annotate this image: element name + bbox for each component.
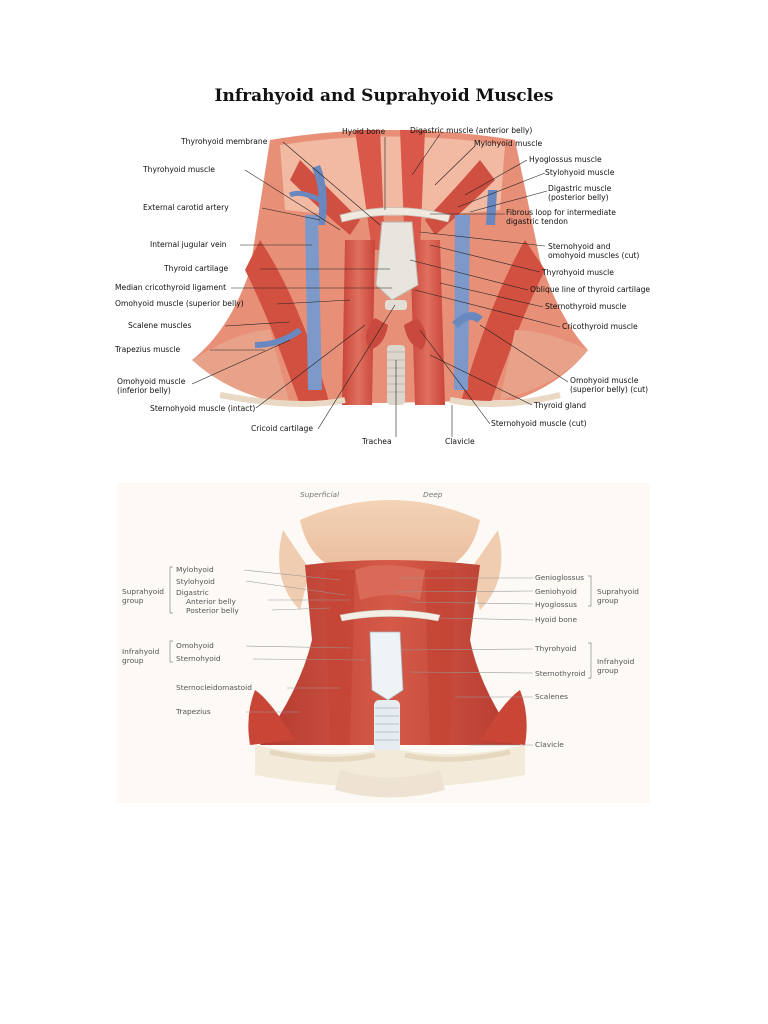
label-trachea: Trachea xyxy=(362,437,392,446)
label-sternohyoid-omohyoid-1: Sternohyoid and xyxy=(548,242,611,251)
label-hyoglossus: Hyoglossus xyxy=(535,600,577,609)
label-omohyoid-inferior-1: Omohyoid muscle xyxy=(117,377,186,386)
label-thyrohyoid-muscle-right: Thyrohyoid muscle xyxy=(542,268,614,277)
label-digastric-posterior-1: Digastric muscle xyxy=(548,184,612,193)
label-omohyoid-right-1: Omohyoid muscle xyxy=(570,376,639,385)
label-hyoid-bone: Hyoid bone xyxy=(342,127,386,136)
label-oblique-line: Oblique line of thyroid cartilage xyxy=(530,285,651,294)
label-suprahyoid-group-right-1: Suprahyoid xyxy=(597,587,639,596)
label-geniohyoid: Geniohyoid xyxy=(535,587,577,596)
label-hyoglossus-muscle: Hyoglossus muscle xyxy=(529,155,602,164)
label-cricoid-cartilage: Cricoid cartilage xyxy=(251,424,313,433)
label-sternohyoid-cut: Sternohyoid muscle (cut) xyxy=(491,419,587,428)
label-posterior-belly: Posterior belly xyxy=(186,606,239,615)
label-sternocleidomastoid: Sternocleidomastoid xyxy=(176,683,252,692)
label-sternohyoid-omohyoid-2: omohyoid muscles (cut) xyxy=(548,251,640,260)
label-sternohyoid: Sternohyoid xyxy=(176,654,221,663)
label-mylohyoid-muscle: Mylohyoid muscle xyxy=(474,139,543,148)
label-cricothyroid-muscle: Cricothyroid muscle xyxy=(562,322,638,331)
label-superficial: Superficial xyxy=(300,490,340,499)
chin-shape xyxy=(300,500,480,575)
page-title: Infrahyoid and Suprahyoid Muscles xyxy=(214,86,554,106)
label-stylohyoid: Stylohyoid xyxy=(176,577,215,586)
label-deep: Deep xyxy=(423,490,443,499)
label-suprahyoid-group-left-1: Suprahyoid xyxy=(122,587,164,596)
label-internal-jugular: Internal jugular vein xyxy=(150,240,227,249)
label-sternohyoid-intact: Sternohyoid muscle (intact) xyxy=(150,404,256,413)
label-thyrohyoid-muscle-left: Thyrohyoid muscle xyxy=(143,165,215,174)
label-sternothyroid: Sternothyroid xyxy=(535,669,586,678)
label-omohyoid-superior: Omohyoid muscle (superior belly) xyxy=(115,299,244,308)
label-anterior-belly: Anterior belly xyxy=(186,597,236,606)
label-scalenes: Scalenes xyxy=(535,692,568,701)
label-genioglossus: Genioglossus xyxy=(535,573,585,582)
label-infrahyoid-group-left-1: Infrahyoid xyxy=(122,647,160,656)
label-omohyoid-inferior-2: (inferior belly) xyxy=(117,386,171,395)
label-digastric: Digastric xyxy=(176,588,209,597)
label-suprahyoid-group-left-2: group xyxy=(122,596,144,605)
label-fibrous-loop-1: Fibrous loop for intermediate xyxy=(506,208,616,217)
label-mylohyoid: Mylohyoid xyxy=(176,565,214,574)
label-infrahyoid-group-left-2: group xyxy=(122,656,144,665)
label-hyoid-bone-2: Hyoid bone xyxy=(535,615,577,624)
label-trapezius-muscle: Trapezius muscle xyxy=(115,345,181,354)
label-thyrohyoid: Thyrohyoid xyxy=(535,644,577,653)
label-thyroid-gland: Thyroid gland xyxy=(534,401,587,410)
label-omohyoid-right-2: (superior belly) (cut) xyxy=(570,385,649,394)
label-thyroid-cartilage: Thyroid cartilage xyxy=(164,264,229,273)
label-infrahyoid-group-right-2: group xyxy=(597,666,619,675)
label-fibrous-loop-2: digastric tendon xyxy=(506,217,568,226)
label-digastric-anterior: Digastric muscle (anterior belly) xyxy=(410,126,533,135)
label-median-cricothyroid: Median cricothyroid ligament xyxy=(115,283,227,292)
label-scalene-muscles: Scalene muscles xyxy=(128,321,192,330)
label-sternothyroid-muscle: Sternothyroid muscle xyxy=(545,302,627,311)
label-external-carotid: External carotid artery xyxy=(143,203,229,212)
label-stylohyoid-muscle: Stylohyoid muscle xyxy=(545,168,615,177)
label-digastric-posterior-2: (posterior belly) xyxy=(548,193,609,202)
label-clavicle: Clavicle xyxy=(445,437,475,446)
label-omohyoid: Omohyoid xyxy=(176,641,214,650)
label-trapezius: Trapezius xyxy=(176,707,211,716)
label-infrahyoid-group-right-1: Infrahyoid xyxy=(597,657,635,666)
label-clavicle-2: Clavicle xyxy=(535,740,564,749)
label-thyrohyoid-membrane: Thyrohyoid membrane xyxy=(181,137,268,146)
label-suprahyoid-group-right-2: group xyxy=(597,596,619,605)
